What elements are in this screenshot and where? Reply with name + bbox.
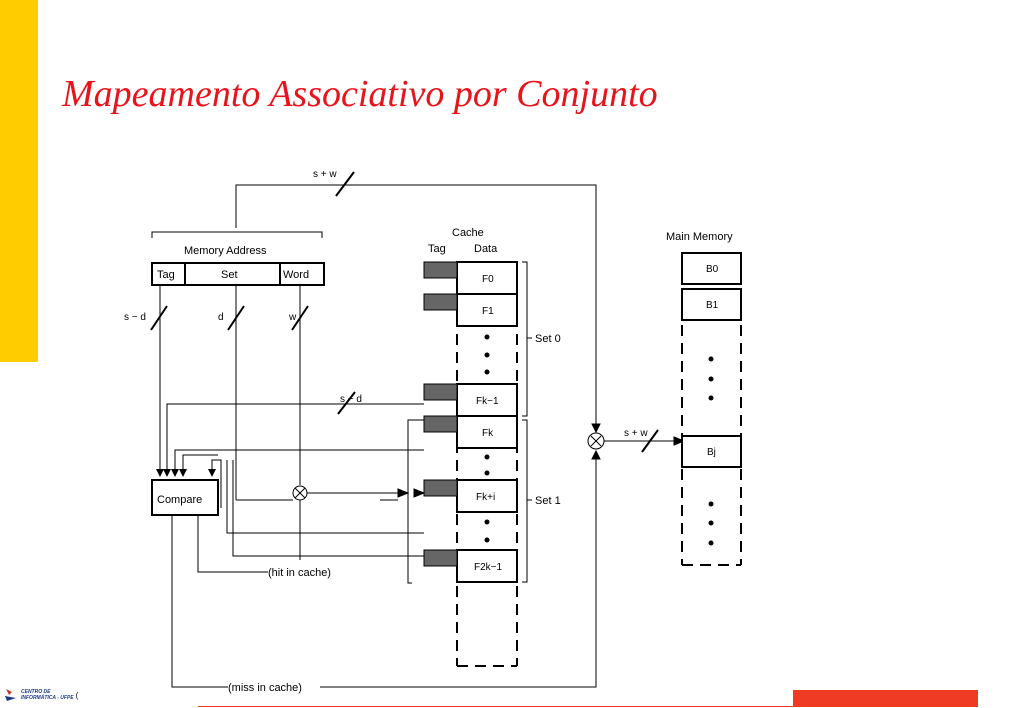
compare-box — [151, 479, 219, 516]
logo-line-2: INFORMÁTICA - UFPE — [21, 695, 74, 701]
cache-label: Cache — [452, 227, 484, 239]
s-minus-d-label-cache: s − d — [340, 394, 362, 405]
tag-block — [423, 383, 458, 401]
cache-line-fk: Fk — [482, 428, 494, 439]
cache-line-f2k-1: F2k−1 — [474, 562, 503, 573]
set1-label: Set 1 — [535, 495, 561, 507]
address-to-comparator-line — [235, 184, 597, 430]
cache-data-label: Data — [474, 243, 498, 255]
w-label: w — [288, 312, 297, 323]
footer-paren: ( — [75, 690, 79, 700]
cache-line-f1: F1 — [482, 306, 494, 317]
d-label: d — [218, 312, 224, 323]
memory-block-bj: Bj — [707, 447, 716, 458]
word-field-box — [279, 262, 325, 286]
footer-accent-bar — [793, 690, 978, 707]
logo-mark-icon — [5, 689, 16, 701]
logo-line-1: CENTRO DE — [21, 689, 51, 695]
s-plus-w-label-memory: s + w — [624, 428, 648, 439]
memory-block — [681, 288, 742, 321]
tag-block — [423, 479, 458, 497]
tag-block — [423, 549, 458, 567]
compare-label: Compare — [157, 494, 202, 506]
cache-line-fk-i: Fk+i — [476, 492, 495, 503]
s-minus-d-label: s − d — [124, 312, 146, 323]
footer-rule — [198, 706, 978, 707]
main-memory-label: Main Memory — [666, 231, 733, 243]
accent-bar — [0, 0, 38, 362]
set-field-label: Set — [221, 269, 238, 281]
set-brace — [407, 419, 412, 584]
slide-title: Mapeamento Associativo por Conjunto — [62, 73, 658, 115]
memory-block — [681, 435, 742, 468]
tag-block — [423, 415, 458, 433]
word-field-label: Word — [283, 269, 309, 281]
set0-label: Set 0 — [535, 333, 561, 345]
tag-block — [423, 261, 458, 279]
s-plus-w-label-top: s + w — [313, 169, 337, 180]
memory-block — [681, 252, 742, 285]
memory-block-b0: B0 — [706, 264, 719, 275]
address-brace — [151, 231, 323, 238]
university-logo: CENTRO DE INFORMÁTICA - UFPE ( — [4, 687, 78, 703]
miss-label: (miss in cache) — [228, 682, 302, 694]
memory-address-label: Memory Address — [184, 245, 267, 257]
tag-field-label: Tag — [157, 269, 175, 281]
cache-tag-label: Tag — [428, 243, 446, 255]
cache-line-f0: F0 — [482, 274, 494, 285]
memory-block-b1: B1 — [706, 300, 719, 311]
arrowhead — [591, 423, 601, 434]
tag-block — [423, 293, 458, 311]
hit-label: (hit in cache) — [268, 567, 331, 579]
cache-line-fk-1: Fk−1 — [476, 396, 499, 407]
